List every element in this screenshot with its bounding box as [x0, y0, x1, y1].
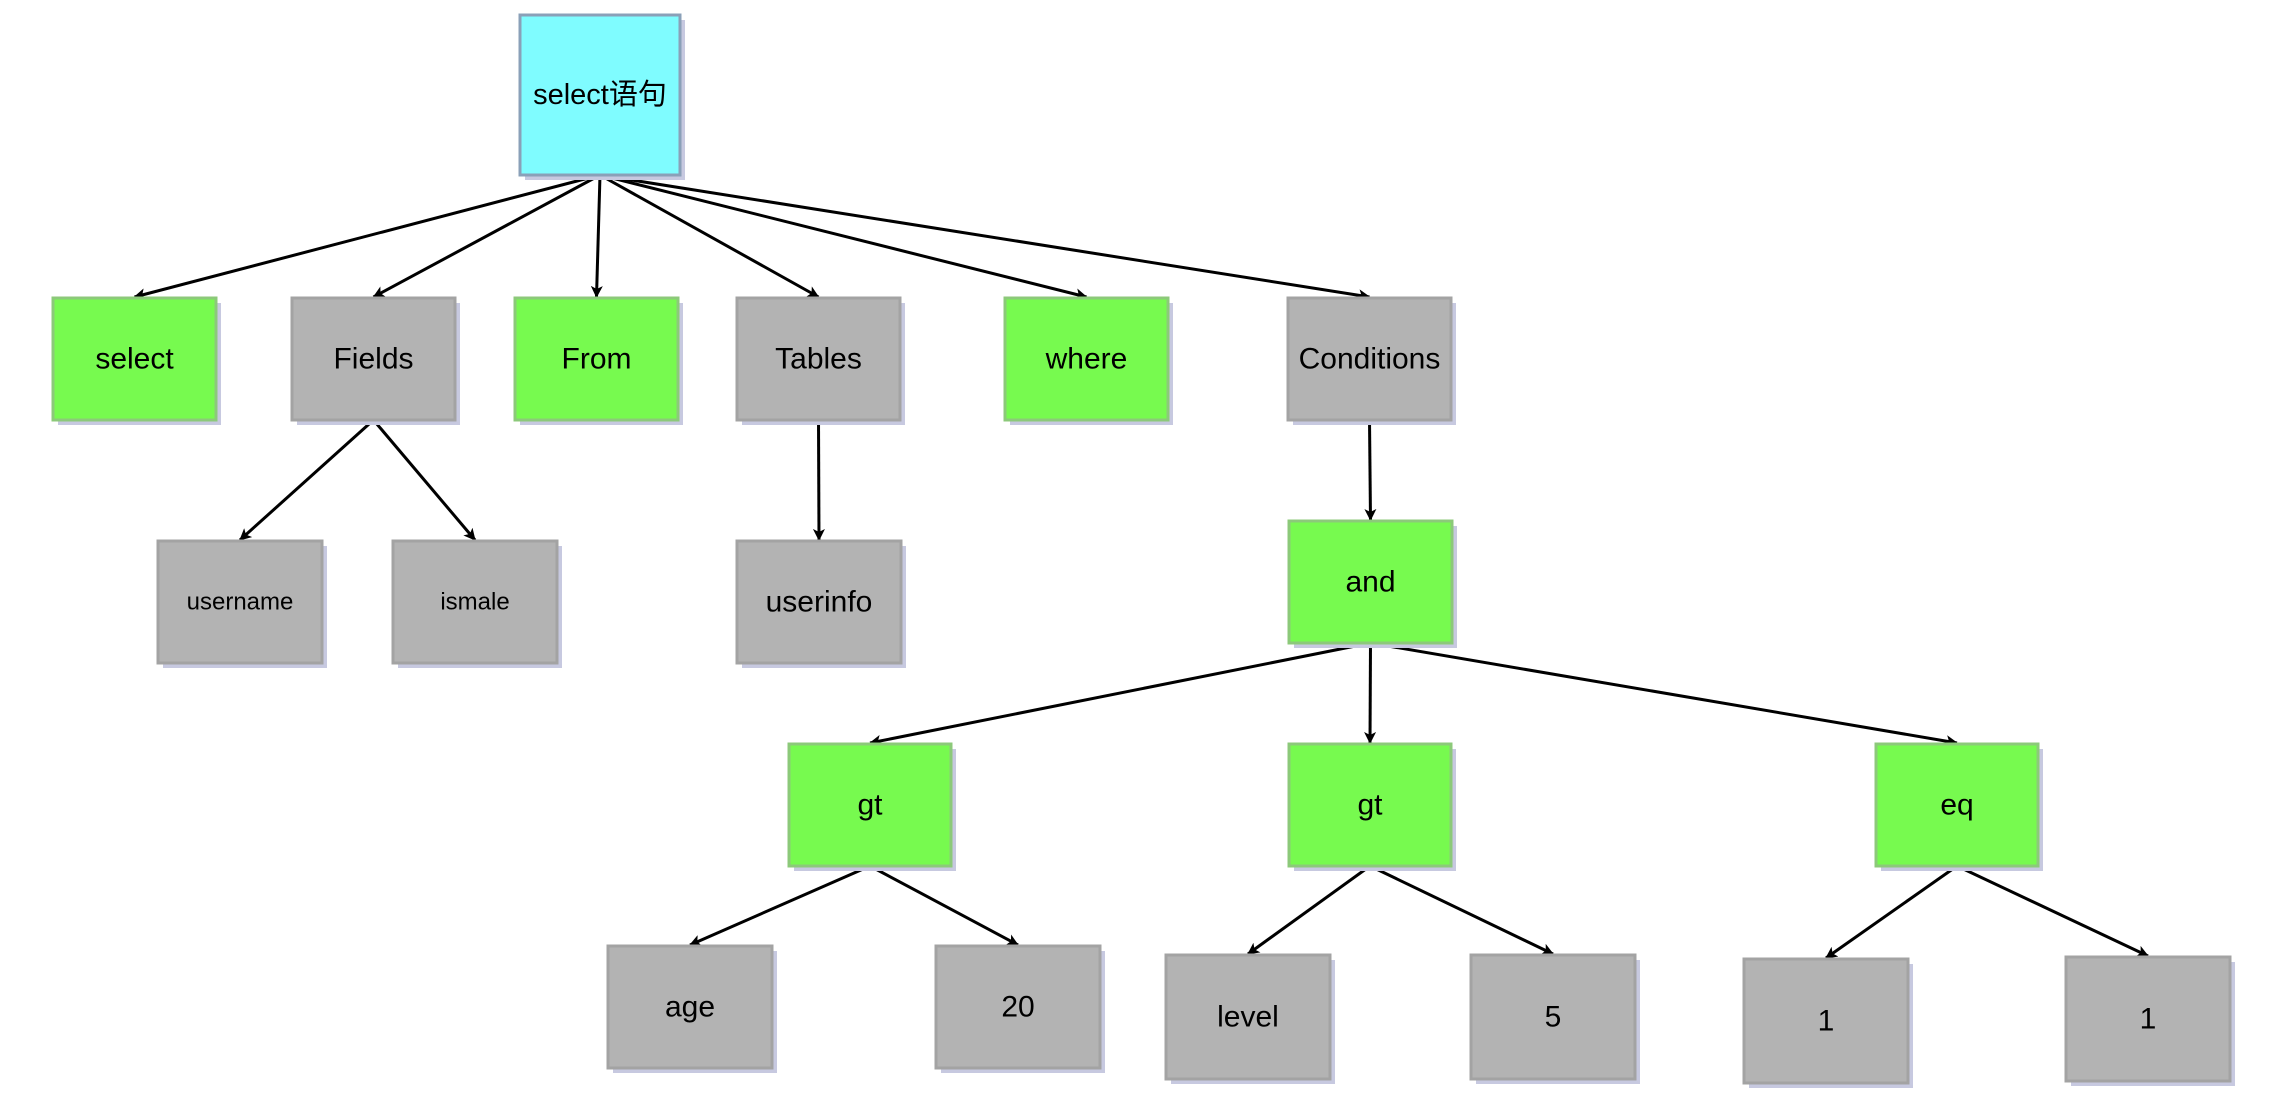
node-eq: eq [1874, 742, 2043, 871]
node-one-a: 1 [1742, 957, 1913, 1088]
edge-and-to-gt-2 [1364, 642, 1377, 744]
node-label: 1 [1818, 1005, 1835, 1038]
edge-select-stmt-to-fields [372, 173, 601, 299]
nodes-layer: select语句 select Fields From Tables where Condi… [51, 13, 2235, 1088]
node-fields: Fields [290, 296, 460, 425]
node-age: age [606, 944, 777, 1073]
node-username: username [156, 539, 327, 668]
edge-gt-2-to-level [1247, 864, 1371, 956]
node-label: username [187, 589, 294, 616]
node-box [735, 539, 903, 665]
node-label: 5 [1545, 1001, 1562, 1034]
node-label: From [562, 343, 632, 376]
node-box [1287, 519, 1454, 645]
node-from: From [513, 296, 683, 425]
edge-fields-to-username [238, 418, 375, 542]
node-num-5: 5 [1469, 953, 1640, 1084]
node-box [1469, 953, 1637, 1081]
node-box [391, 539, 559, 665]
node-ismale: ismale [391, 539, 562, 668]
node-label: Tables [775, 343, 862, 376]
edge-select-stmt-to-conditions [599, 173, 1371, 302]
node-box [1003, 296, 1170, 422]
node-box [1286, 296, 1453, 422]
node-gt-2: gt [1287, 742, 1456, 871]
edge-select-stmt-to-where [599, 173, 1088, 301]
node-userinfo: userinfo [735, 539, 906, 668]
node-label: 1 [2140, 1003, 2157, 1036]
node-label: Conditions [1299, 343, 1441, 376]
edge-and-to-eq [1370, 641, 1958, 748]
node-label: eq [1940, 789, 1973, 822]
node-num-20: 20 [934, 944, 1105, 1073]
node-label: and [1345, 566, 1395, 599]
node-conditions: Conditions [1286, 296, 1456, 425]
node-label: where [1045, 343, 1128, 376]
node-label: age [665, 991, 715, 1024]
node-box [735, 296, 902, 422]
node-gt-1: gt [787, 742, 956, 871]
node-label: gt [857, 789, 883, 822]
edge-gt-2-to-num-5 [1369, 864, 1554, 956]
edge-tables-to-userinfo [812, 419, 825, 541]
edge-select-stmt-to-select [133, 173, 601, 301]
node-box [518, 13, 682, 177]
node-level: level [1164, 953, 1335, 1084]
node-and: and [1287, 519, 1457, 648]
edge-select-stmt-to-from [590, 174, 603, 298]
edge-fields-to-ismale [372, 419, 477, 541]
edge-gt-1-to-age [689, 864, 871, 947]
node-box [1874, 742, 2040, 868]
node-label: Fields [333, 343, 413, 376]
node-tables: Tables [735, 296, 905, 425]
node-select-stmt: select语句 [518, 13, 685, 180]
node-box [513, 296, 680, 422]
node-label: select语句 [533, 78, 667, 111]
node-label: level [1217, 1001, 1279, 1034]
node-label: userinfo [766, 586, 873, 619]
node-box [156, 539, 324, 665]
node-box [1164, 953, 1332, 1081]
node-label: gt [1357, 789, 1383, 822]
edge-eq-to-one-b [1956, 864, 2149, 958]
node-label: select [95, 343, 174, 376]
edge-and-to-gt-1 [869, 641, 1371, 747]
edge-eq-to-one-a [1825, 864, 1958, 960]
node-label: ismale [440, 589, 509, 616]
node-box [1287, 742, 1453, 868]
node-box [2064, 955, 2232, 1083]
node-one-b: 1 [2064, 955, 2235, 1086]
node-box [934, 944, 1102, 1070]
node-box [290, 296, 457, 422]
edge-conditions-to-and [1364, 419, 1377, 521]
node-box [51, 296, 218, 422]
node-box [787, 742, 953, 868]
edges-layer [133, 173, 2149, 960]
node-box [1742, 957, 1910, 1085]
node-where: where [1003, 296, 1173, 425]
node-label: 20 [1001, 991, 1034, 1024]
edge-gt-1-to-num-20 [869, 864, 1019, 947]
node-box [606, 944, 774, 1070]
edge-select-stmt-to-tables [599, 173, 820, 299]
node-select: select [51, 296, 221, 425]
